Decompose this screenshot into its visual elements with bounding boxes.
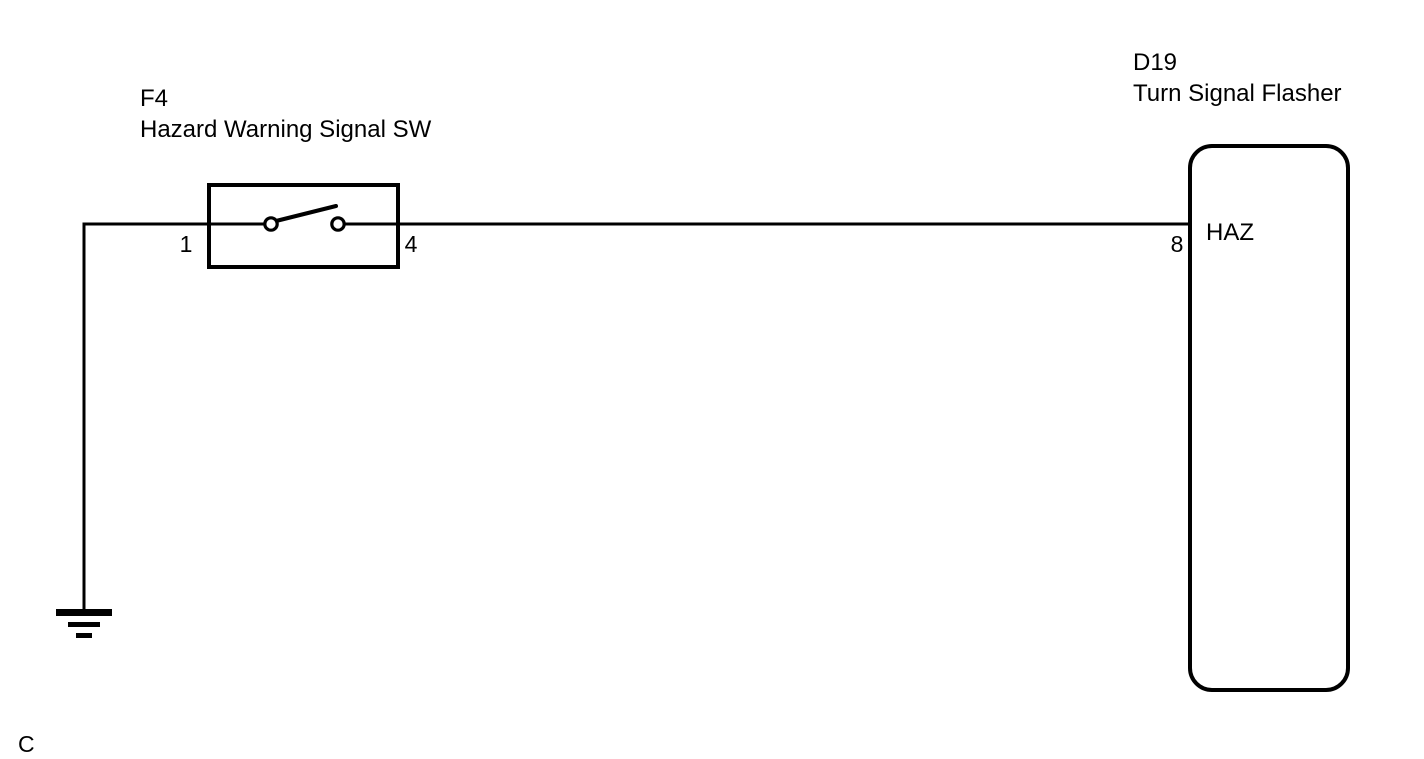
sheet-reference-label: C — [18, 731, 35, 757]
f4-symbol-body — [207, 183, 400, 269]
d19-designator-label: D19 — [1133, 49, 1177, 76]
chassis-ground-icon — [56, 609, 112, 638]
f4-designator-label: F4 — [140, 85, 168, 112]
f4-switch-lever — [274, 204, 338, 223]
d19-pin-haz-label: HAZ — [1206, 219, 1254, 246]
d19-name-label: Turn Signal Flasher — [1133, 80, 1342, 107]
f4-contact-left — [263, 216, 279, 232]
d19-symbol-body — [1188, 144, 1350, 692]
net-ground-branch — [56, 222, 209, 638]
f4-contact-right — [330, 216, 346, 232]
component-f4-hazard-switch[interactable] — [207, 183, 400, 269]
f4-pin-1-label: 1 — [180, 231, 193, 257]
f4-name-label: Hazard Warning Signal SW — [140, 116, 432, 143]
f4-pin-4-label: 4 — [405, 231, 418, 257]
d19-pin-8-label: 8 — [1171, 231, 1184, 257]
component-d19-turn-signal-flasher[interactable] — [1188, 144, 1350, 692]
wire-pin1-to-ground — [82, 222, 209, 611]
